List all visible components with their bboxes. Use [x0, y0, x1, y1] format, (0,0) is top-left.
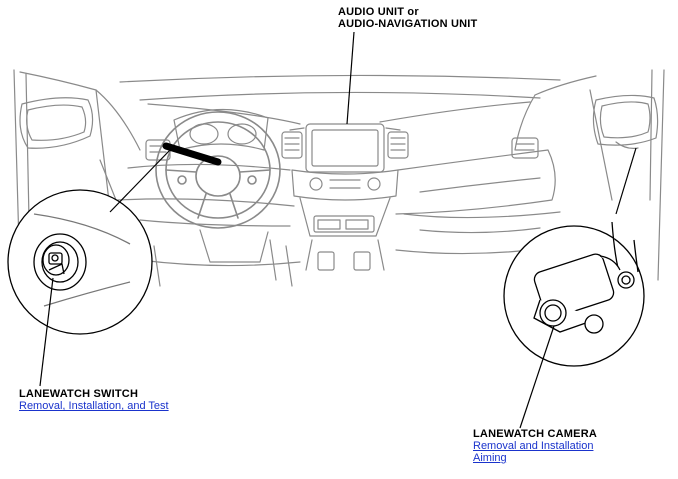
camera-assembly: [533, 221, 639, 334]
camera-detail-circle: [503, 221, 645, 367]
lanewatch-camera-title: LANEWATCH CAMERA: [473, 428, 597, 440]
right-door-frame: [514, 69, 665, 281]
switch-leader-top: [109, 149, 171, 213]
audio-leader-line: [346, 31, 355, 125]
camera-aiming-link[interactable]: Aiming: [473, 452, 507, 464]
camera-leader-bottom: [519, 325, 555, 429]
steering-wheel: [155, 111, 281, 229]
center-vents: [281, 131, 409, 159]
switch-detail-circle: [7, 189, 153, 335]
left-side-mirror: [19, 97, 94, 149]
camera-removal-installation-link[interactable]: Removal and Installation: [473, 440, 594, 452]
camera-switch-icon: [48, 252, 65, 275]
leader-lines: [39, 31, 637, 429]
center-display: [289, 123, 401, 173]
switch-removal-installation-test-link[interactable]: Removal, Installation, and Test: [19, 400, 169, 412]
turn-signal-stalk: [162, 142, 222, 166]
audio-unit-label-line1: AUDIO UNIT or: [338, 6, 419, 18]
camera-leader-top: [615, 147, 637, 215]
lanewatch-switch-title: LANEWATCH SWITCH: [19, 388, 139, 400]
audio-unit-label-line2: AUDIO-NAVIGATION UNIT: [338, 18, 478, 30]
climate-control-panel: [291, 169, 399, 201]
passenger-dash: [395, 149, 561, 234]
floor-area: [139, 245, 549, 287]
switch-leader-bottom: [39, 277, 54, 387]
center-console: [299, 197, 391, 271]
dash-top: [119, 74, 561, 125]
right-side-mirror: [592, 94, 659, 149]
